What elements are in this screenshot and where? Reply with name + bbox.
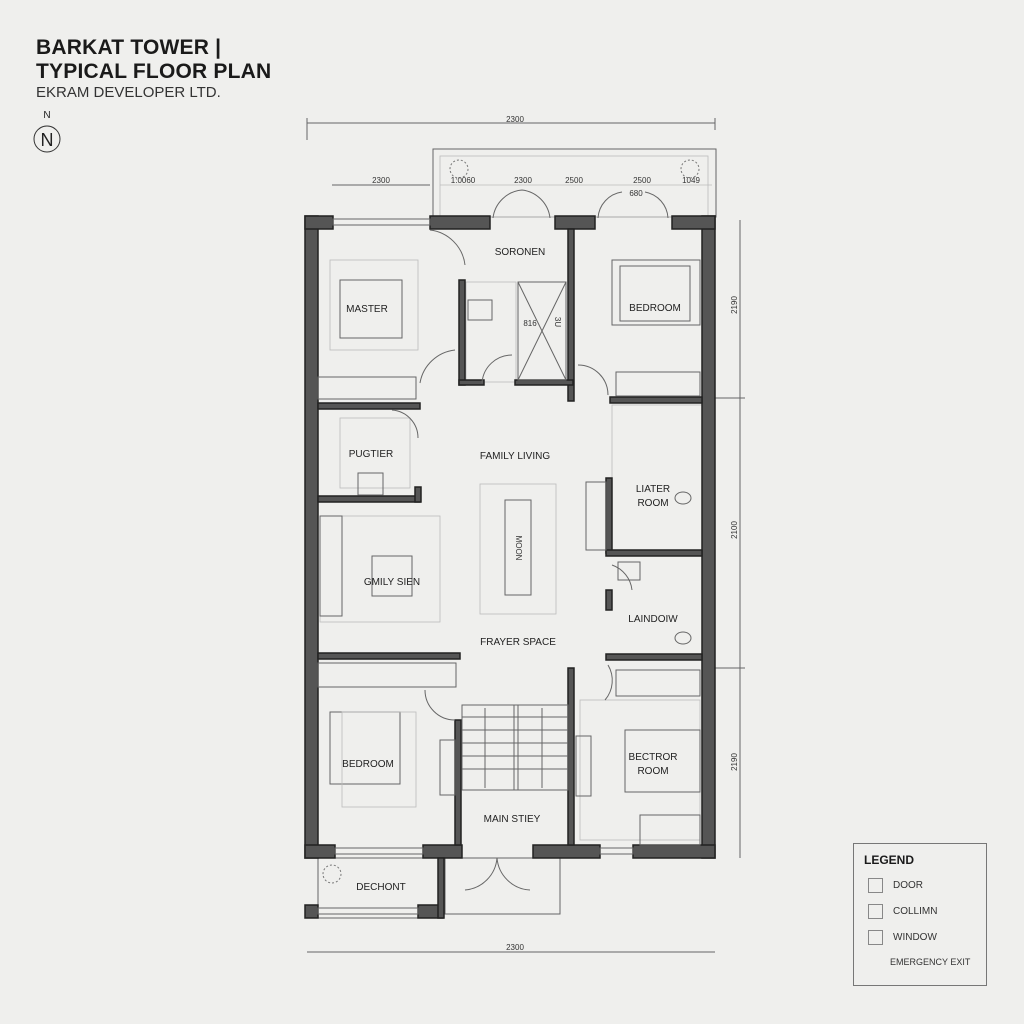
plant-icon (322, 159, 700, 884)
north-label: N (43, 110, 50, 121)
room-later-line2: ROOM (637, 498, 668, 509)
dining-table (504, 499, 532, 596)
plan-subtitle: TYPICAL FLOOR PLAN (36, 60, 272, 83)
legend-label: COLLIMN (893, 906, 938, 917)
furniture (317, 259, 701, 846)
sink (467, 299, 493, 321)
master-bed (339, 279, 403, 339)
room-deck: DECHONT (356, 882, 405, 893)
dim-top-5: 2500 (633, 176, 651, 185)
bectror-bed (624, 729, 701, 793)
outer-walls (304, 215, 716, 919)
room-later-line1: LIATER (636, 484, 670, 495)
legend-item-emergency: EMERGENCY EXIT (890, 957, 971, 967)
room-bectror-line1: BECTROR (629, 752, 678, 763)
north-circle-label: N (41, 130, 54, 150)
dim-top-1: 2300 (372, 176, 390, 185)
window-swatch-icon (868, 930, 883, 945)
sofa (319, 515, 343, 617)
tv-unit (585, 481, 607, 551)
sink (617, 561, 641, 581)
wardrobe (317, 376, 417, 400)
legend: LEGEND DOOR COLLIMN WINDOW EMERGENCY EXI… (853, 843, 987, 986)
interior-walls (317, 228, 703, 846)
room-family-scene: GMILY SIEN (364, 577, 420, 588)
dim-right-1: 2190 (730, 296, 739, 314)
room-soronen: SORONEN (495, 247, 546, 258)
shower-label-b: 3U (553, 317, 562, 327)
dim-bottom-overall: 2300 (506, 943, 524, 952)
toilet (674, 491, 692, 505)
dining-label: MOON (514, 536, 523, 561)
sink (357, 472, 384, 496)
entry-porch (444, 857, 561, 915)
room-master: MASTER (346, 304, 388, 315)
dim-top-3: 2300 (514, 176, 532, 185)
column-swatch-icon (868, 904, 883, 919)
room-laundry: LAINDOIW (628, 614, 678, 625)
plan-title: BARKAT TOWER | (36, 36, 222, 59)
wardrobe (317, 662, 457, 688)
room-bedroom-sw: BEDROOM (342, 759, 394, 770)
north-arrow-icon: N N (33, 110, 61, 153)
legend-item-door: DOOR (868, 878, 923, 893)
dim-top-4: 2500 (565, 176, 583, 185)
dim-right-2: 2100 (730, 521, 739, 539)
bathtub (639, 814, 701, 846)
room-pantry: PUGTIER (349, 449, 393, 460)
dim-top-overall: 2300 (506, 115, 524, 124)
doors (391, 189, 669, 891)
dim-top-2: 1:0060 (451, 176, 476, 185)
toilet (674, 631, 692, 645)
room-bedroom-ne: BEDROOM (629, 303, 681, 314)
room-prayer-space: FRAYER SPACE (480, 637, 556, 648)
room-family-living: FAMILY LIVING (480, 451, 550, 462)
legend-item-window: WINDOW (868, 930, 937, 945)
windows (317, 218, 634, 915)
room-main-stair: MAIN STIEY (484, 814, 541, 825)
dim-top-6: 1049 (682, 176, 700, 185)
legend-item-column: COLLIMN (868, 904, 937, 919)
wardrobe (615, 669, 701, 697)
legend-label: DOOR (893, 880, 923, 891)
developer-name: EKRAM DEVELOPER LTD. (36, 84, 221, 101)
main-stair (461, 704, 569, 791)
door-swatch-icon (868, 878, 883, 893)
shower (517, 281, 567, 381)
bedroom-bed (329, 711, 401, 785)
legend-label: WINDOW (893, 932, 937, 943)
dim-top-inner: 680 (629, 189, 643, 198)
dimension-lines (306, 118, 745, 953)
legend-title: LEGEND (864, 853, 915, 867)
bedroom-bed (611, 259, 701, 326)
dim-right-3: 2190 (730, 753, 739, 771)
wardrobe (615, 371, 701, 397)
shower-label-a: 816 (523, 319, 537, 328)
room-bectror-line2: ROOM (637, 766, 668, 777)
dining-rug (479, 483, 557, 615)
